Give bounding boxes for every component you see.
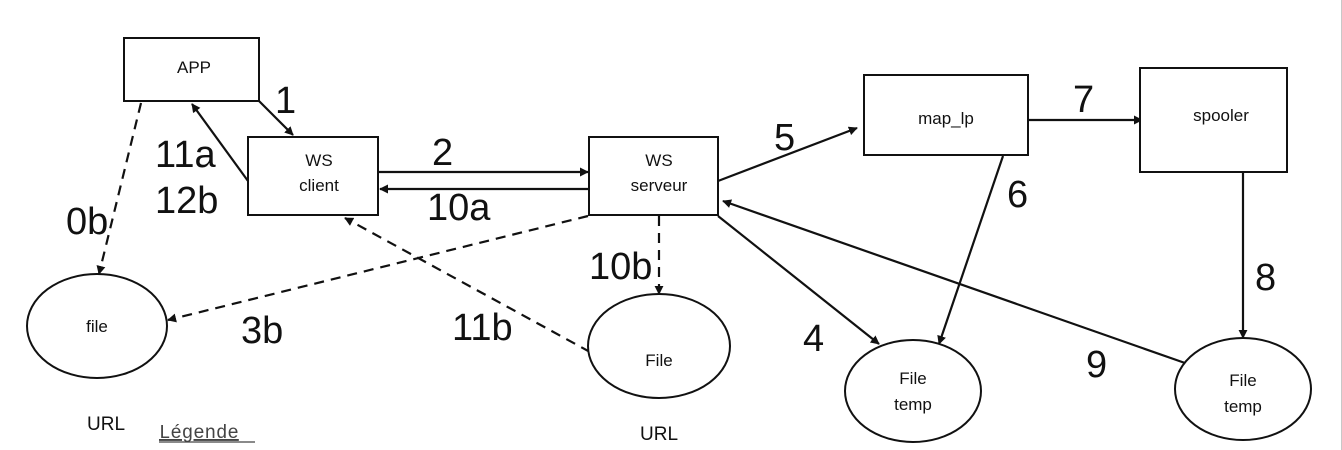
edge-labels: 1 11a 12b 2 10a 0b 3b 11b 10b 5 4 6 7 8 … bbox=[66, 79, 1276, 386]
node-ws-serveur-label-1: WS bbox=[645, 151, 672, 170]
node-map-lp: map_lp bbox=[863, 74, 1029, 156]
node-ws-serveur: WS serveur bbox=[588, 136, 719, 216]
edge-label-4: 4 bbox=[803, 318, 824, 360]
url-caption-mid: URL bbox=[640, 424, 678, 445]
node-map-lp-label: map_lp bbox=[918, 109, 974, 128]
edge-label-1: 1 bbox=[275, 80, 296, 122]
node-file-temp-1-label-2: temp bbox=[894, 395, 932, 414]
edge-label-5: 5 bbox=[774, 117, 795, 159]
node-file-url-mid: File bbox=[587, 293, 731, 399]
edge-label-3b: 3b bbox=[241, 310, 283, 352]
node-file-temp-2-label-1: File bbox=[1229, 371, 1256, 390]
node-ws-client-label-2: client bbox=[299, 176, 339, 195]
node-app-label: APP bbox=[177, 58, 211, 77]
edge-label-11b: 11b bbox=[452, 307, 513, 349]
edge-label-0b: 0b bbox=[66, 201, 108, 243]
edges bbox=[96, 100, 1248, 365]
edge-6 bbox=[937, 155, 1005, 345]
edge-label-7: 7 bbox=[1073, 79, 1094, 121]
node-file-temp-1-label-1: File bbox=[899, 369, 926, 388]
node-app: APP bbox=[123, 37, 260, 102]
node-file-temp-2-label-2: temp bbox=[1224, 397, 1262, 416]
edge-5 bbox=[717, 126, 858, 183]
node-file-url-left: file bbox=[26, 273, 168, 379]
node-ws-client: WS client bbox=[247, 136, 379, 216]
node-ws-serveur-label-2: serveur bbox=[631, 176, 688, 195]
edge-label-6: 6 bbox=[1007, 174, 1028, 216]
edge-3b bbox=[167, 214, 589, 323]
legend-heading[interactable]: Légende bbox=[159, 422, 239, 444]
edge-label-12b: 12b bbox=[155, 180, 218, 222]
edge-1 bbox=[258, 100, 294, 136]
edge-4 bbox=[717, 215, 880, 345]
node-file-url-mid-label: File bbox=[645, 351, 672, 370]
edge-label-11a-12b: 11a 12b bbox=[155, 134, 226, 222]
node-file-temp-1: File temp bbox=[844, 339, 982, 443]
edge-0b bbox=[96, 102, 143, 275]
node-file-temp-2: File temp bbox=[1174, 337, 1312, 441]
edge-label-2: 2 bbox=[432, 132, 453, 174]
edge-11a bbox=[191, 103, 249, 182]
edge-label-10b: 10b bbox=[589, 246, 652, 288]
edge-label-9: 9 bbox=[1086, 344, 1107, 386]
edge-label-8: 8 bbox=[1255, 257, 1276, 299]
edge-label-11a: 11a bbox=[155, 134, 216, 176]
node-spooler-label: spooler bbox=[1193, 106, 1249, 125]
node-file-url-left-label: file bbox=[86, 317, 108, 336]
edge-label-10a: 10a bbox=[427, 187, 491, 229]
node-ws-client-label-1: WS bbox=[305, 151, 332, 170]
node-spooler: spooler bbox=[1139, 67, 1288, 173]
url-caption-left: URL bbox=[87, 414, 125, 435]
edge-9 bbox=[722, 199, 1186, 365]
edge-11b bbox=[344, 217, 591, 353]
